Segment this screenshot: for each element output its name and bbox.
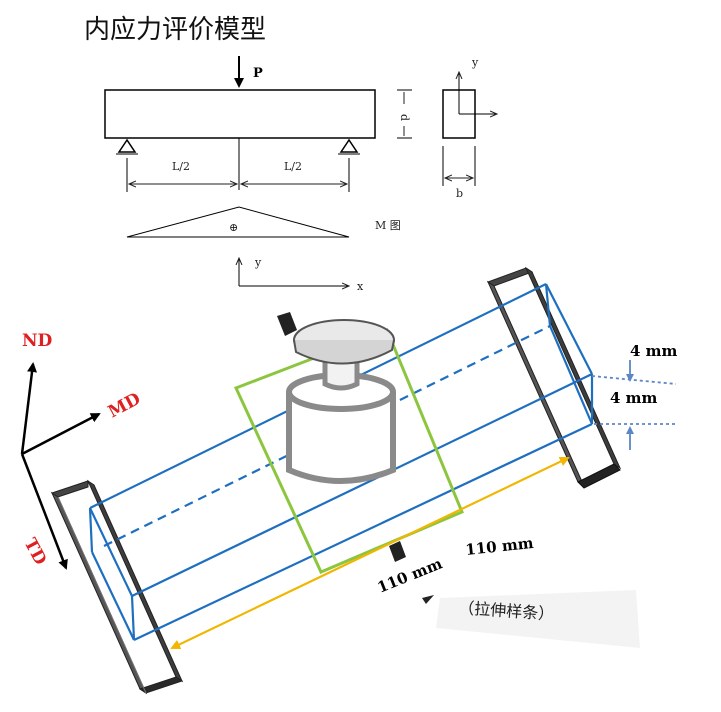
cross-section: y d b [397, 56, 497, 200]
section-height-label: d [398, 114, 411, 121]
beam-diagram: P L/2 L/2 ⊕ M 图 y x [104, 56, 401, 293]
test-apparatus: 4 mm 4 mm 110 mm 110 mm （拉伸样条） ND MD TD [20, 266, 678, 695]
orientation-axes: ND MD TD [20, 331, 144, 570]
moment-plus-icon: ⊕ [229, 221, 238, 234]
thickness-label-bottom: 4 mm [610, 389, 658, 407]
td-axis-label: TD [20, 535, 51, 569]
sample-label-box [436, 590, 640, 648]
td-axis [20, 453, 68, 570]
moment-label: M 图 [375, 219, 401, 232]
weight-icon [286, 319, 396, 484]
beam [104, 89, 376, 139]
page-title: 内应力评价模型 [84, 15, 266, 45]
left-support-bar [50, 479, 184, 695]
bottom-handle [389, 541, 406, 562]
nd-axis [20, 362, 37, 455]
thickness-label-top: 4 mm [630, 342, 678, 360]
section-y-label: y [471, 56, 479, 69]
moment-diagram [126, 206, 350, 238]
section-width-label: b [456, 187, 463, 200]
left-span-label: L/2 [172, 160, 190, 173]
md-axis [21, 412, 101, 456]
length-label-1: 110 mm [465, 534, 535, 559]
length-label-2: 110 mm [375, 554, 445, 596]
nd-axis-label: ND [22, 331, 53, 351]
md-axis-label: MD [105, 389, 144, 423]
beam-y-axis-label: y [254, 256, 262, 269]
beam-x-axis-label: x [357, 280, 364, 293]
right-support-icon [339, 138, 359, 153]
load-label: P [253, 66, 263, 81]
top-handle [277, 312, 297, 336]
left-support-icon [117, 138, 137, 153]
right-span-label: L/2 [284, 160, 302, 173]
